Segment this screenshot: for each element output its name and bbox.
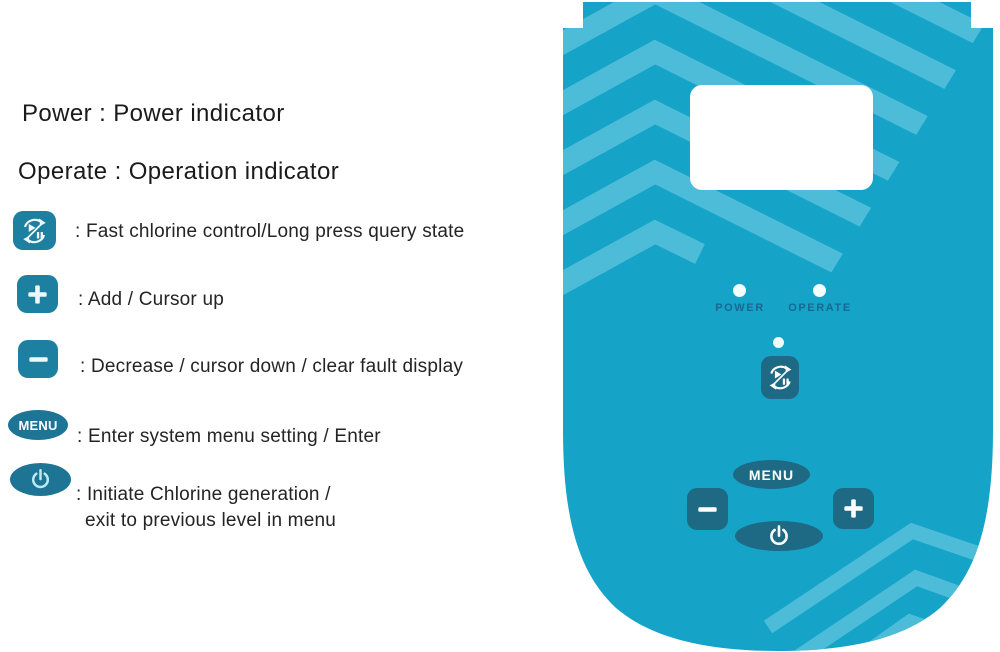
minus-button[interactable]: [687, 488, 728, 530]
chevron-stripe: [563, 2, 993, 175]
chevron-stripe: [563, 2, 993, 115]
plus-legend-icon: [17, 275, 58, 313]
menu-legend-icon: MENU: [8, 410, 68, 440]
operate-indicator-heading: Operate : Operation indicator: [18, 158, 340, 185]
device-faceplate: [563, 2, 993, 651]
power-icon: [770, 525, 788, 546]
plus-icon: [844, 499, 863, 518]
chevron-stripe: [563, 39, 993, 235]
chevron-stripe-bottom: [763, 522, 993, 634]
menu-button-label: MENU: [748, 466, 795, 483]
minus-icon: [28, 356, 48, 362]
operate-led-label: OPERATE: [788, 302, 852, 314]
power-led-label: POWER: [715, 302, 765, 314]
operate-led: [813, 284, 826, 297]
minus-legend-icon: [18, 340, 58, 378]
fast-chlorine-button[interactable]: [761, 356, 799, 399]
power-indicator-heading: Power : Power indicator: [22, 100, 285, 127]
plus-icon: [28, 284, 47, 304]
minus-icon: [698, 506, 717, 512]
minus-legend-text: : Decrease / cursor down / clear fault d…: [80, 356, 464, 377]
fast-chlorine-cycle-icon: [22, 216, 47, 245]
fast-chlorine-legend-icon: [13, 211, 56, 250]
chevron-stripe: [563, 219, 705, 307]
power-led: [733, 284, 746, 297]
menu-legend-icon-label: MENU: [18, 417, 58, 433]
power-legend-text-line1: : Initiate Chlorine generation /: [76, 484, 331, 505]
fast-chlorine-legend-text: : Fast chlorine control/Long press query…: [75, 221, 465, 242]
plus-legend-text: : Add / Cursor up: [78, 289, 224, 310]
menu-legend-text: : Enter system menu setting / Enter: [77, 426, 381, 447]
plus-button[interactable]: [833, 488, 874, 529]
fast-chlorine-led: [773, 337, 784, 348]
fast-chlorine-cycle-icon: [767, 364, 793, 391]
power-icon: [31, 469, 50, 489]
menu-button[interactable]: MENU: [733, 460, 810, 489]
power-legend-text-line2: exit to previous level in menu: [85, 510, 337, 531]
display-window: [690, 85, 873, 190]
power-legend-icon: [10, 463, 71, 496]
power-button[interactable]: [735, 521, 823, 551]
